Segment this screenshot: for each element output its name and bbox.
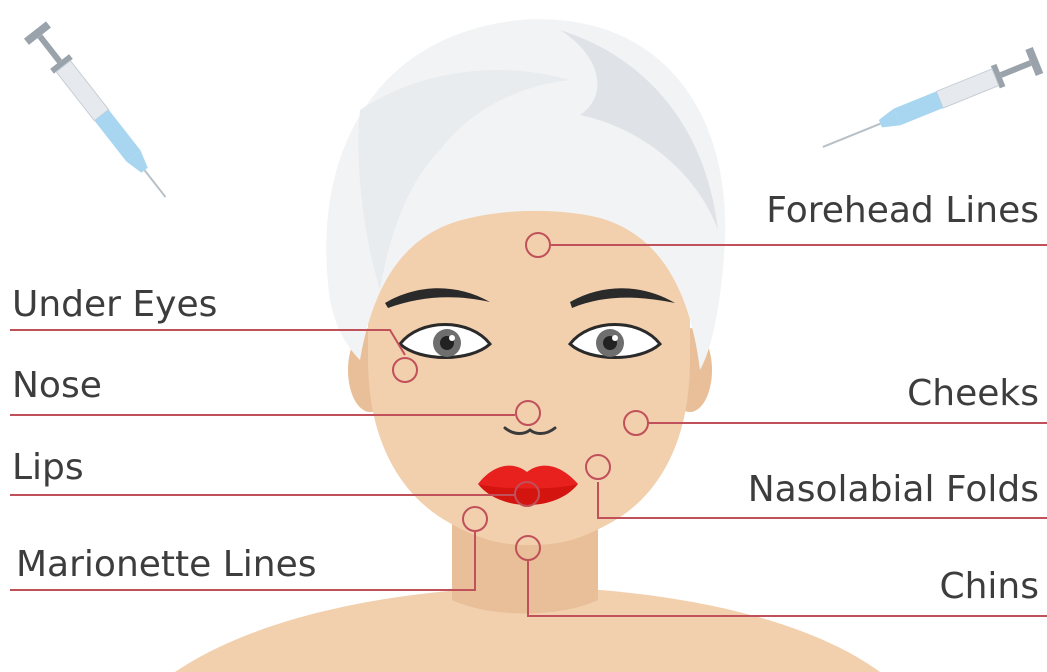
label-nose: Nose [12,368,102,404]
label-nasolabial-folds: Nasolabial Folds [748,472,1039,508]
label-under-eyes: Under Eyes [12,287,217,323]
label-lips: Lips [12,450,84,486]
label-cheeks: Cheeks [907,376,1039,412]
label-chins: Chins [939,569,1039,605]
label-marionette-lines: Marionette Lines [16,547,317,583]
label-forehead-lines: Forehead Lines [766,193,1039,229]
left-syringe-icon [24,21,177,205]
right-syringe-icon [818,47,1044,160]
